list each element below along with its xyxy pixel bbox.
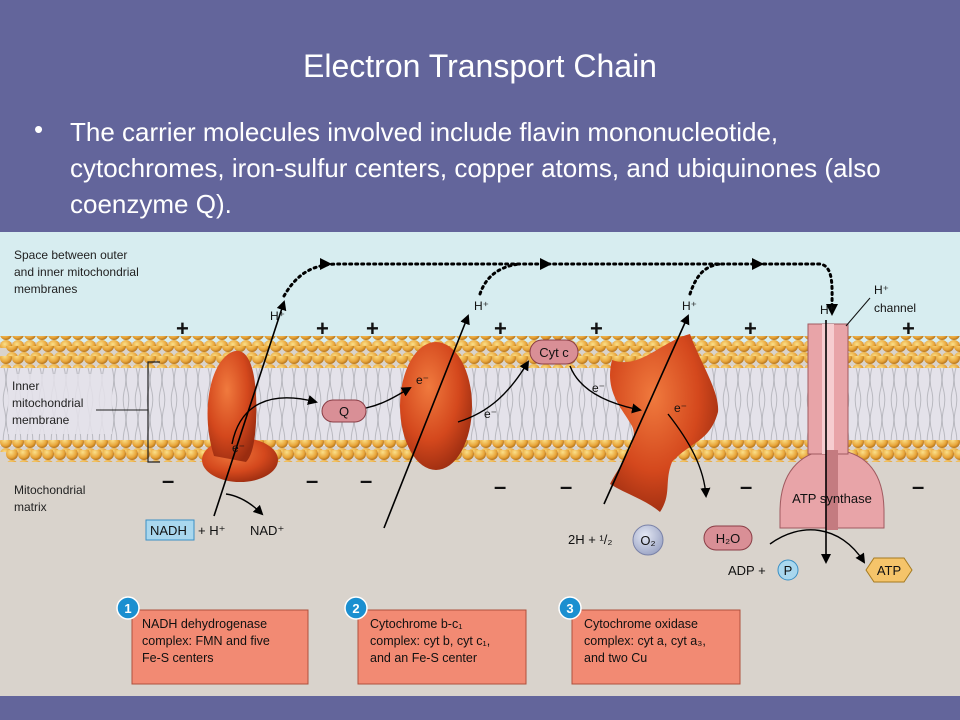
svg-text:and inner mitochondrial: and inner mitochondrial (14, 265, 139, 279)
svg-text:–: – (306, 468, 318, 493)
matrix-label: Mitochondrial matrix (14, 483, 85, 514)
cytochrome-c-carrier: Cyt c (529, 339, 579, 365)
slide-title: Electron Transport Chain (303, 48, 657, 84)
complex-3-info: 3 Cytochrome oxidase complex: cyt a, cyt… (558, 596, 741, 685)
nadh-reaction: NADH + H⁺ NAD⁺ (145, 519, 284, 541)
svg-text:–: – (360, 468, 372, 493)
svg-text:H⁺: H⁺ (874, 283, 889, 297)
svg-text:Cyt c: Cyt c (539, 345, 569, 360)
svg-text:complex: cyt b, cyt c₁,: complex: cyt b, cyt c₁, (370, 634, 490, 648)
bullet-text: The carrier molecules involved include f… (70, 117, 881, 219)
svg-text:–: – (162, 468, 174, 493)
intermembrane-space (0, 232, 960, 342)
svg-text:channel: channel (874, 301, 916, 315)
svg-text:membrane: membrane (12, 413, 70, 427)
svg-text:1: 1 (124, 601, 131, 616)
complex-2-info: 2 Cytochrome b-c₁ complex: cyt b, cyt c₁… (344, 596, 527, 685)
svg-text:–: – (740, 474, 752, 499)
svg-text:–: – (912, 474, 924, 499)
footer-bar (0, 696, 960, 720)
svg-text:–: – (560, 474, 572, 499)
atp-synthase-label: ATP synthase (792, 491, 872, 506)
svg-text:complex: cyt a, cyt a₃,: complex: cyt a, cyt a₃, (584, 634, 706, 648)
complex-2-protein (400, 342, 472, 470)
svg-text:Cytochrome oxidase: Cytochrome oxidase (584, 617, 698, 631)
svg-text:e⁻: e⁻ (592, 381, 605, 395)
minus-charges: – – – – – – – (162, 468, 924, 499)
svg-text:membranes: membranes (14, 282, 77, 296)
svg-text:P: P (784, 563, 793, 578)
svg-text:3: 3 (566, 601, 573, 616)
svg-text:matrix: matrix (14, 500, 47, 514)
svg-text:Q: Q (339, 404, 349, 419)
oxygen-reaction: 2H + ¹/₂ O₂ H₂O (568, 524, 753, 556)
svg-text:H⁺: H⁺ (682, 299, 697, 313)
atp-reaction: ADP + P ATP (728, 529, 913, 583)
svg-text:O₂: O₂ (640, 533, 655, 548)
etc-diagram: Space between outer and inner mitochondr… (0, 232, 960, 696)
svg-text:NADH dehydrogenase: NADH dehydrogenase (142, 617, 267, 631)
svg-text:NAD⁺: NAD⁺ (250, 523, 284, 538)
svg-text:Space between outer: Space between outer (14, 248, 127, 262)
atp-synthase: ATP synthase (779, 323, 885, 530)
svg-text:+: + (494, 316, 507, 341)
complex-1-protein (202, 350, 278, 482)
proton-flow-dotted (282, 262, 834, 308)
svg-text:Cytochrome b-c₁: Cytochrome b-c₁ (370, 617, 462, 631)
svg-text:H⁺: H⁺ (820, 303, 835, 317)
bullet-marker: • (34, 114, 44, 144)
svg-text:ADP +: ADP + (728, 563, 766, 578)
svg-text:mitochondrial: mitochondrial (12, 396, 83, 410)
svg-text:+ H⁺: + H⁺ (198, 523, 225, 538)
h-plus-labels: H⁺ H⁺ H⁺ H⁺ H⁺ channel (270, 283, 916, 327)
svg-text:+: + (744, 316, 757, 341)
svg-text:+: + (902, 316, 915, 341)
plus-charges: + + + + + + + (176, 316, 915, 341)
svg-text:Fe-S centers: Fe-S centers (142, 651, 214, 665)
ubiquinone-carrier: Q (321, 399, 367, 423)
svg-text:e⁻: e⁻ (416, 373, 429, 387)
svg-text:+: + (316, 316, 329, 341)
proton-flow-heads (320, 258, 838, 316)
svg-text:H⁺: H⁺ (474, 299, 489, 313)
svg-text:+: + (590, 316, 603, 341)
svg-text:2: 2 (352, 601, 359, 616)
svg-text:H₂O: H₂O (716, 531, 741, 546)
svg-text:Inner: Inner (12, 379, 39, 393)
svg-text:+: + (176, 316, 189, 341)
electron-labels: e⁻ e⁻ e⁻ e⁻ e⁻ (232, 373, 687, 455)
complex-1-info: 1 NADH dehydrogenase complex: FMN and fi… (116, 596, 309, 685)
svg-text:+: + (366, 316, 379, 341)
svg-text:and an Fe-S center: and an Fe-S center (370, 651, 477, 665)
electron-arrows (225, 360, 711, 516)
svg-text:e⁻: e⁻ (674, 401, 687, 415)
svg-text:H⁺: H⁺ (270, 309, 285, 323)
svg-text:and two Cu: and two Cu (584, 651, 647, 665)
membrane-bracket (147, 361, 160, 463)
svg-text:e⁻: e⁻ (484, 407, 497, 421)
etc-figure: Space between outer and inner mitochondr… (0, 232, 960, 696)
proton-arrows (213, 300, 831, 564)
intermembrane-label: Space between outer and inner mitochondr… (14, 248, 139, 296)
svg-text:2H + ¹/₂: 2H + ¹/₂ (568, 532, 612, 547)
svg-text:Mitochondrial: Mitochondrial (14, 483, 85, 497)
svg-text:ATP: ATP (877, 563, 901, 578)
svg-text:complex: FMN and five: complex: FMN and five (142, 634, 270, 648)
svg-text:–: – (494, 474, 506, 499)
inner-membrane-label: Inner mitochondrial membrane (8, 374, 148, 434)
svg-text:e⁻: e⁻ (232, 441, 245, 455)
complex-3-protein (610, 334, 719, 512)
svg-text:NADH: NADH (150, 523, 187, 538)
